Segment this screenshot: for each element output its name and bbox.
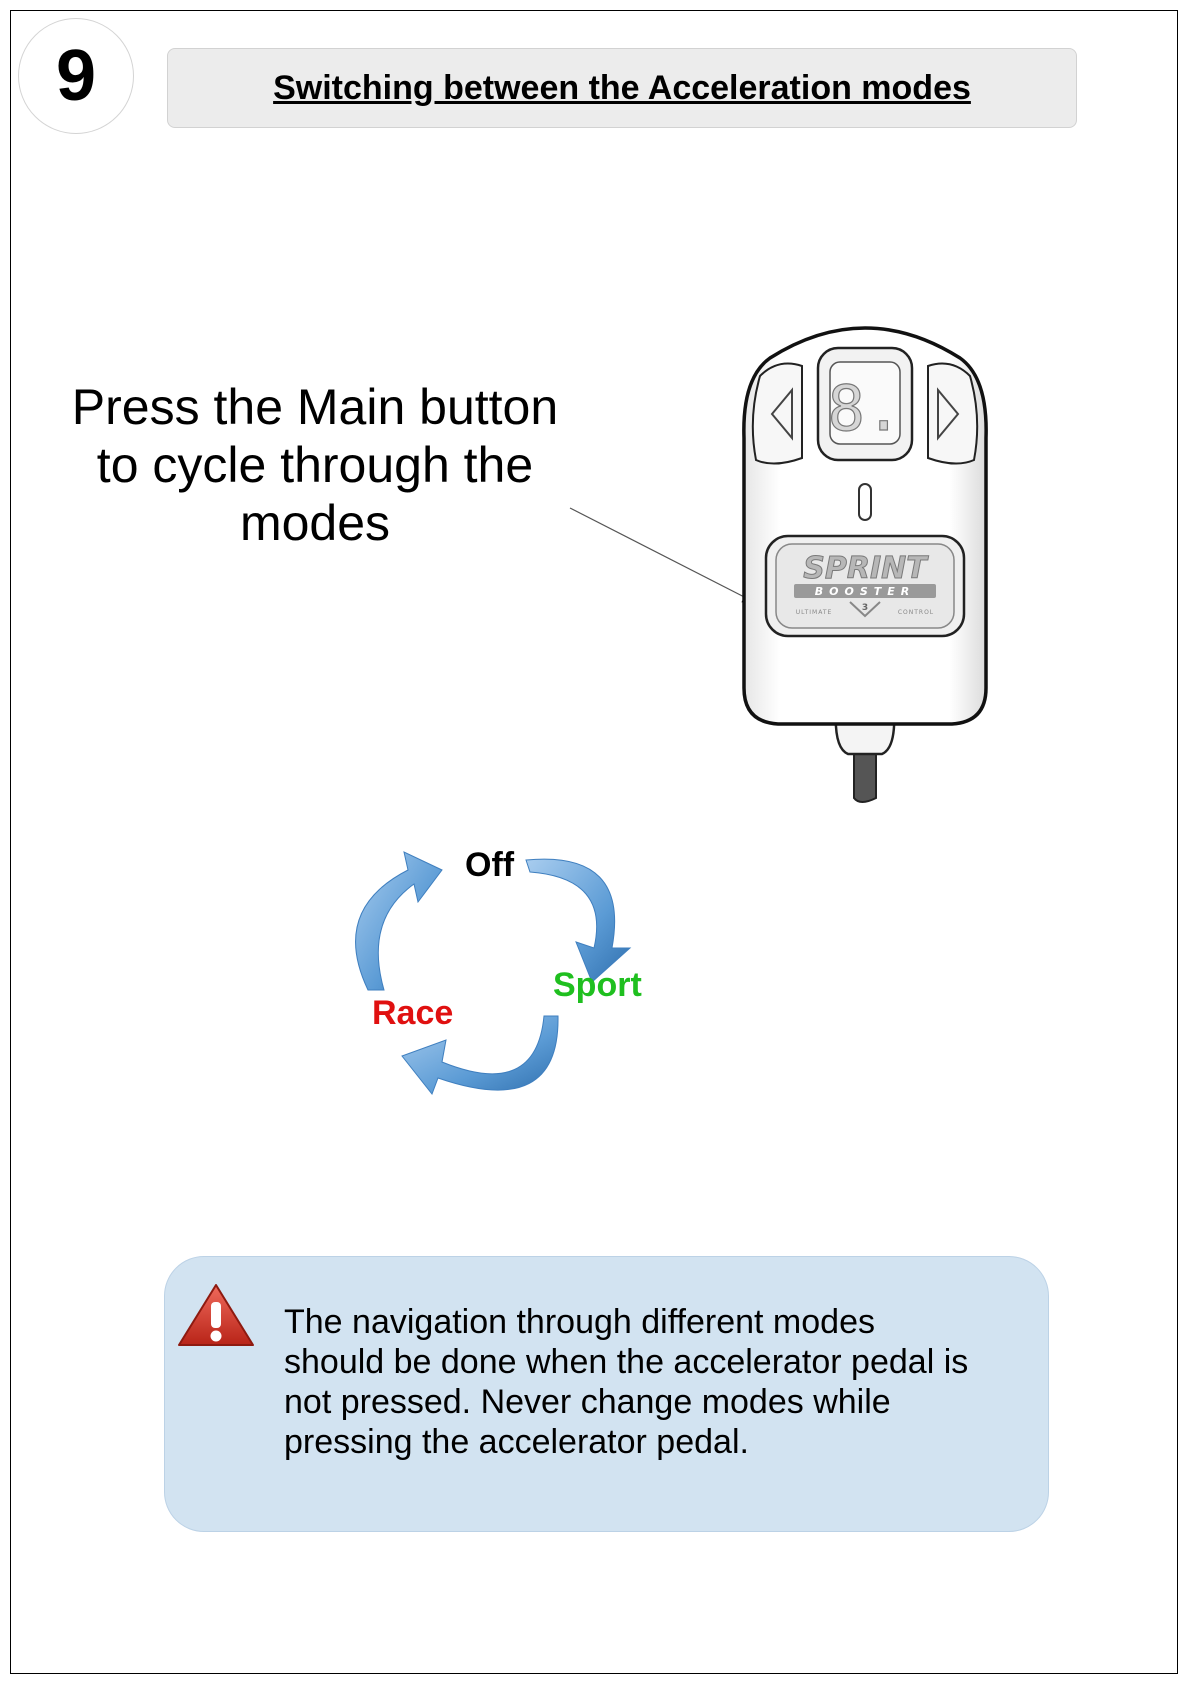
mode-label-race: Race [372, 994, 454, 1032]
instruction-line: modes [239, 495, 391, 551]
step-number-badge: 9 [18, 18, 134, 134]
warning-text: The navigation through different modes s… [284, 1303, 969, 1461]
display-digit: 8. [828, 372, 903, 445]
instruction-line: Press the Main button [71, 379, 559, 435]
page-frame [10, 10, 1178, 1674]
page-title: Switching between the Acceleration modes [273, 68, 971, 107]
instruction-text: Press the Main button to cycle through t… [40, 378, 590, 552]
mode-label-off: Off [465, 846, 515, 884]
leader-line [569, 507, 760, 605]
cycle-arrow-icon [355, 851, 443, 991]
main-button[interactable]: SPRINT BOOSTER 3 ULTIMATE CONTROL [764, 534, 966, 638]
logo-booster: BOOSTER [815, 585, 916, 598]
left-arrow-button[interactable] [751, 362, 803, 465]
chevron-left-icon [770, 387, 793, 441]
mode-label-sport: Sport [553, 966, 642, 1004]
mode-cycle-diagram [355, 851, 632, 1096]
instruction-line: to cycle through the [96, 437, 534, 493]
logo-sprint: SPRINT [803, 551, 929, 586]
warning-triangle-icon [178, 1284, 254, 1346]
indicator-led [858, 483, 872, 521]
right-arrow-button[interactable] [927, 362, 979, 465]
logo-tagline-right: CONTROL [898, 609, 934, 616]
cycle-arrow-icon [525, 858, 632, 983]
logo-version: 3 [862, 603, 868, 613]
warning-box [164, 1256, 1049, 1532]
cycle-arrow-icon [401, 1015, 559, 1096]
title-bar: Switching between the Acceleration modes [167, 48, 1077, 128]
sprint-booster-device: 8. SPRINT BOOSTER 3 ULTIMATE CONTROL [742, 326, 988, 803]
chevron-right-icon [937, 387, 960, 441]
step-number: 9 [55, 36, 97, 116]
logo-tagline-left: ULTIMATE [796, 609, 833, 616]
